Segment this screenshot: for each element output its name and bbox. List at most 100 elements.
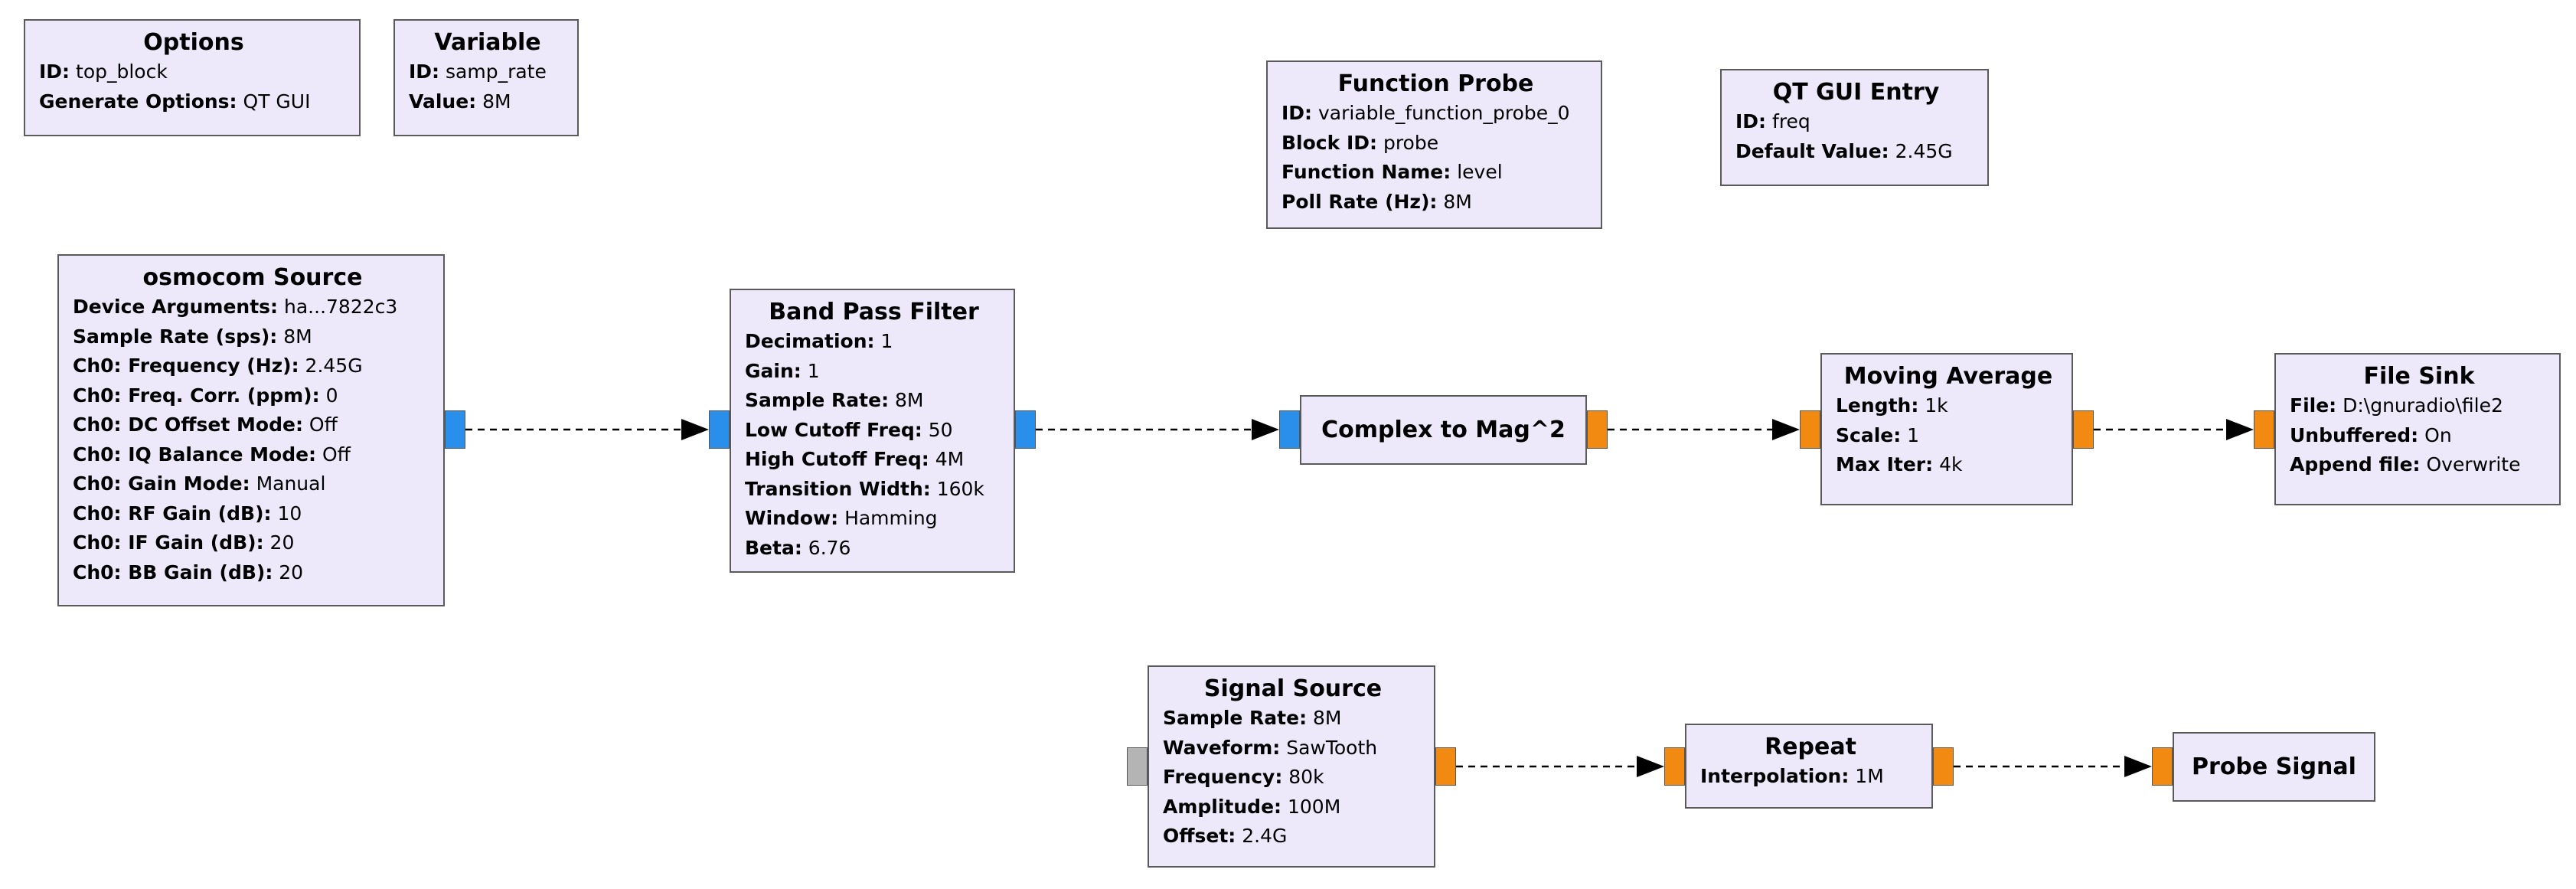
- param-row: Amplitude: 100M: [1163, 793, 1423, 822]
- param-row: Poll Rate (Hz): 8M: [1281, 188, 1590, 217]
- param-value: 6.76: [808, 536, 851, 559]
- param-value: 2.4G: [1242, 825, 1288, 847]
- param-row: Transition Width: 160k: [745, 475, 1003, 505]
- param-value: 2.45G: [1895, 139, 1953, 162]
- complex-to-mag-out-port[interactable]: [1587, 410, 1608, 449]
- param-value: 50: [928, 418, 953, 441]
- param-value: QT GUI: [243, 90, 311, 113]
- arrowhead-icon: [2124, 756, 2152, 777]
- complex-to-mag-in-port[interactable]: [1279, 410, 1300, 449]
- complex-to-mag-block[interactable]: Complex to Mag^2: [1300, 395, 1587, 465]
- file-sink-in-port[interactable]: [2254, 410, 2274, 449]
- probe-signal-in-port[interactable]: [2152, 747, 2173, 786]
- param-value: ha...7822c3: [284, 296, 398, 318]
- param-row: Length: 1k: [1836, 391, 2061, 421]
- band-pass-filter-in-port[interactable]: [709, 410, 730, 449]
- block-title: Band Pass Filter: [769, 299, 979, 325]
- param-value: D:\gnuradio\file2: [2343, 394, 2503, 417]
- param-row: Function Name: level: [1281, 158, 1590, 188]
- block-title: osmocom Source: [142, 264, 363, 291]
- block-title: Moving Average: [1843, 363, 2053, 390]
- param-key: Ch0: DC Offset Mode:: [73, 413, 303, 436]
- moving-average-out-port[interactable]: [2073, 410, 2094, 449]
- param-key: Value:: [409, 90, 477, 113]
- param-value: Off: [322, 443, 351, 466]
- param-key: Waveform:: [1163, 736, 1281, 759]
- param-key: Transition Width:: [745, 477, 931, 500]
- param-value: 80k: [1288, 766, 1324, 788]
- band-pass-filter-out-port[interactable]: [1015, 410, 1036, 449]
- param-value: 4k: [1939, 453, 1963, 476]
- param-key: Scale:: [1836, 423, 1902, 446]
- param-row: Generate Options: QT GUI: [39, 87, 348, 117]
- param-row: Sample Rate: 8M: [745, 386, 1003, 416]
- param-row: Frequency: 80k: [1163, 763, 1423, 793]
- osmocom-source-block[interactable]: osmocom Source Device Arguments: ha...78…: [57, 254, 445, 606]
- param-row: Ch0: Gain Mode: Manual: [73, 469, 433, 499]
- param-value: samp_rate: [446, 60, 547, 83]
- probe-signal-block[interactable]: Probe Signal: [2173, 732, 2375, 802]
- param-row: Append file: Overwrite: [2290, 450, 2548, 480]
- param-key: Window:: [745, 507, 839, 529]
- param-key: Sample Rate:: [1163, 707, 1308, 729]
- block-title: Repeat: [1765, 734, 1856, 760]
- repeat-in-port[interactable]: [1664, 747, 1685, 786]
- param-key: Function Name:: [1281, 161, 1451, 183]
- param-key: Ch0: IF Gain (dB):: [73, 531, 264, 554]
- block-title: QT GUI Entry: [1772, 79, 1940, 106]
- function-probe-block[interactable]: Function Probe ID: variable_function_pro…: [1266, 60, 1602, 229]
- param-key: Ch0: BB Gain (dB):: [73, 561, 273, 583]
- repeat-block[interactable]: Repeat Interpolation: 1M: [1685, 724, 1933, 809]
- param-row: Offset: 2.4G: [1163, 822, 1423, 851]
- param-value: variable_function_probe_0: [1318, 102, 1570, 124]
- param-row: Gain: 1: [745, 357, 1003, 387]
- param-row: Ch0: Freq. Corr. (ppm): 0: [73, 381, 433, 411]
- arrowhead-icon: [681, 419, 709, 440]
- param-key: Ch0: Gain Mode:: [73, 472, 250, 495]
- repeat-out-port[interactable]: [1933, 747, 1954, 786]
- signal-source-disabled-port[interactable]: [1127, 747, 1148, 786]
- param-value: 160k: [936, 477, 984, 500]
- param-value: Hamming: [844, 507, 938, 529]
- param-value: 0: [325, 384, 338, 407]
- param-value: 8M: [895, 389, 924, 411]
- param-key: Offset:: [1163, 825, 1236, 847]
- param-row: Sample Rate (sps): 8M: [73, 322, 433, 352]
- param-value: 8M: [1443, 190, 1472, 213]
- param-key: Ch0: Freq. Corr. (ppm):: [73, 384, 320, 407]
- param-value: freq: [1772, 110, 1810, 132]
- param-key: Sample Rate:: [745, 389, 890, 411]
- param-key: Max Iter:: [1836, 453, 1934, 476]
- param-value: 1: [807, 359, 820, 382]
- param-value: 1M: [1855, 765, 1884, 787]
- param-value: 20: [269, 531, 295, 554]
- arrowhead-icon: [2226, 419, 2254, 440]
- param-key: Amplitude:: [1163, 795, 1282, 818]
- param-row: Low Cutoff Freq: 50: [745, 416, 1003, 446]
- moving-average-in-port[interactable]: [1800, 410, 1820, 449]
- param-row: Decimation: 1: [745, 327, 1003, 357]
- param-key: Decimation:: [745, 330, 875, 352]
- param-value: On: [2424, 423, 2452, 446]
- signal-source-out-port[interactable]: [1435, 747, 1456, 786]
- param-value: Off: [309, 413, 338, 436]
- param-value: 20: [279, 561, 304, 583]
- param-row: Unbuffered: On: [2290, 421, 2548, 451]
- param-row: Default Value: 2.45G: [1735, 137, 1977, 167]
- param-value: probe: [1383, 131, 1439, 154]
- param-value: 1: [1907, 423, 1920, 446]
- osmocom-source-out-port[interactable]: [445, 410, 465, 449]
- param-key: Ch0: Frequency (Hz):: [73, 355, 299, 377]
- param-row: Ch0: Frequency (Hz): 2.45G: [73, 351, 433, 381]
- param-row: Max Iter: 4k: [1836, 450, 2061, 480]
- param-key: Default Value:: [1735, 139, 1889, 162]
